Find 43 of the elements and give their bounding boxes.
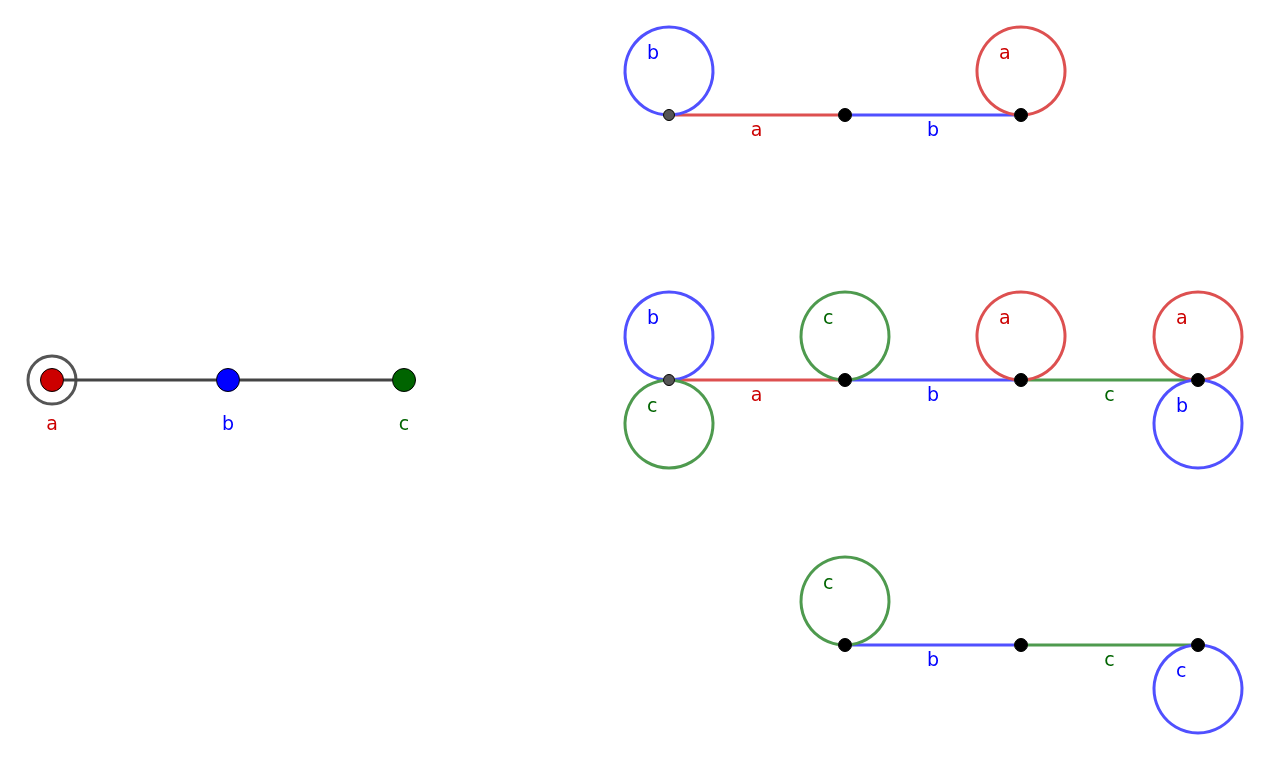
graph-edge [852, 113, 1014, 117]
edge-label: b [1176, 396, 1189, 415]
loop-edge [623, 25, 715, 117]
edge-label: c [647, 396, 658, 415]
vertex-dot [838, 373, 852, 387]
vertex-dot [838, 638, 852, 652]
loop-edge [1152, 290, 1244, 381]
vertex-dot [663, 109, 675, 121]
vertex-dot [1014, 108, 1028, 122]
graph-edge [1028, 643, 1191, 647]
vertex-label: a [46, 414, 58, 433]
edge-label: b [925, 120, 941, 139]
vertex-label: b [221, 414, 235, 433]
loop-edge [975, 290, 1067, 381]
loop-edge [799, 555, 891, 646]
vertex-dot [838, 108, 852, 122]
edge-label: a [999, 308, 1011, 327]
vertex-dot [1191, 638, 1205, 652]
edge-label: b [925, 650, 941, 669]
graph-edge [852, 643, 1014, 647]
vertex-dot [1014, 638, 1028, 652]
vertex-dot [663, 374, 675, 386]
graph-edge [64, 378, 216, 382]
loop-edge [975, 25, 1067, 116]
edge-label: a [999, 43, 1011, 62]
edge-label: c [823, 573, 834, 592]
vertex-dot [1014, 373, 1028, 387]
edge-label: a [1176, 308, 1188, 327]
loop-edge [623, 378, 715, 470]
edge-label: c [1176, 661, 1187, 680]
vertex-label: c [398, 414, 410, 433]
graph-edge [852, 378, 1014, 382]
loop-edge [1152, 379, 1244, 470]
edge-label: b [925, 385, 941, 404]
graph-edge [240, 378, 392, 382]
edge-label: b [647, 43, 660, 62]
loop-edge [799, 290, 891, 381]
graph-edge [675, 113, 838, 117]
edge-label: c [823, 308, 834, 327]
loop-edge [1152, 644, 1244, 735]
vertex-dot [1191, 373, 1205, 387]
edge-label: b [647, 308, 660, 327]
loop-edge [623, 290, 715, 382]
